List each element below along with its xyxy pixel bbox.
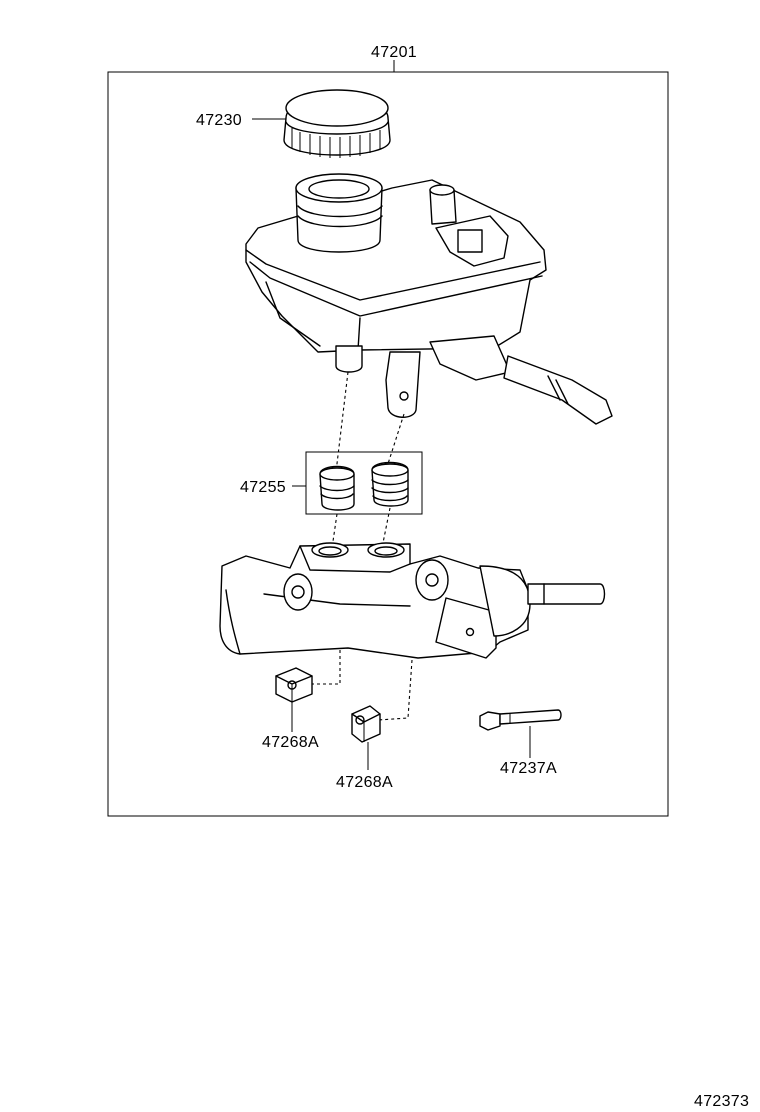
grommet-set-label: 47255: [240, 479, 286, 496]
reservoir-cap-label: 47230: [196, 112, 242, 129]
reservoir-cap: [283, 89, 391, 158]
nut-left: [275, 667, 313, 732]
stud-bolt-label: 47237A: [500, 760, 557, 777]
reservoir-guide-lines: [335, 371, 405, 473]
nut-guide-lines: [310, 650, 413, 721]
nut-right-label: 47268A: [336, 774, 393, 791]
nut-right: [351, 705, 381, 770]
assembly-label: 47201: [371, 44, 417, 61]
grommet-guide-lines: [331, 507, 391, 549]
diagram-id: 472373: [694, 1093, 749, 1110]
assembly-frame: [107, 60, 669, 817]
nut-left-label: 47268A: [262, 734, 319, 751]
master-cylinder-body: [219, 542, 606, 659]
grommet-set: [292, 451, 423, 515]
reservoir-tank: [245, 173, 613, 425]
stud-bolt: [479, 709, 562, 758]
